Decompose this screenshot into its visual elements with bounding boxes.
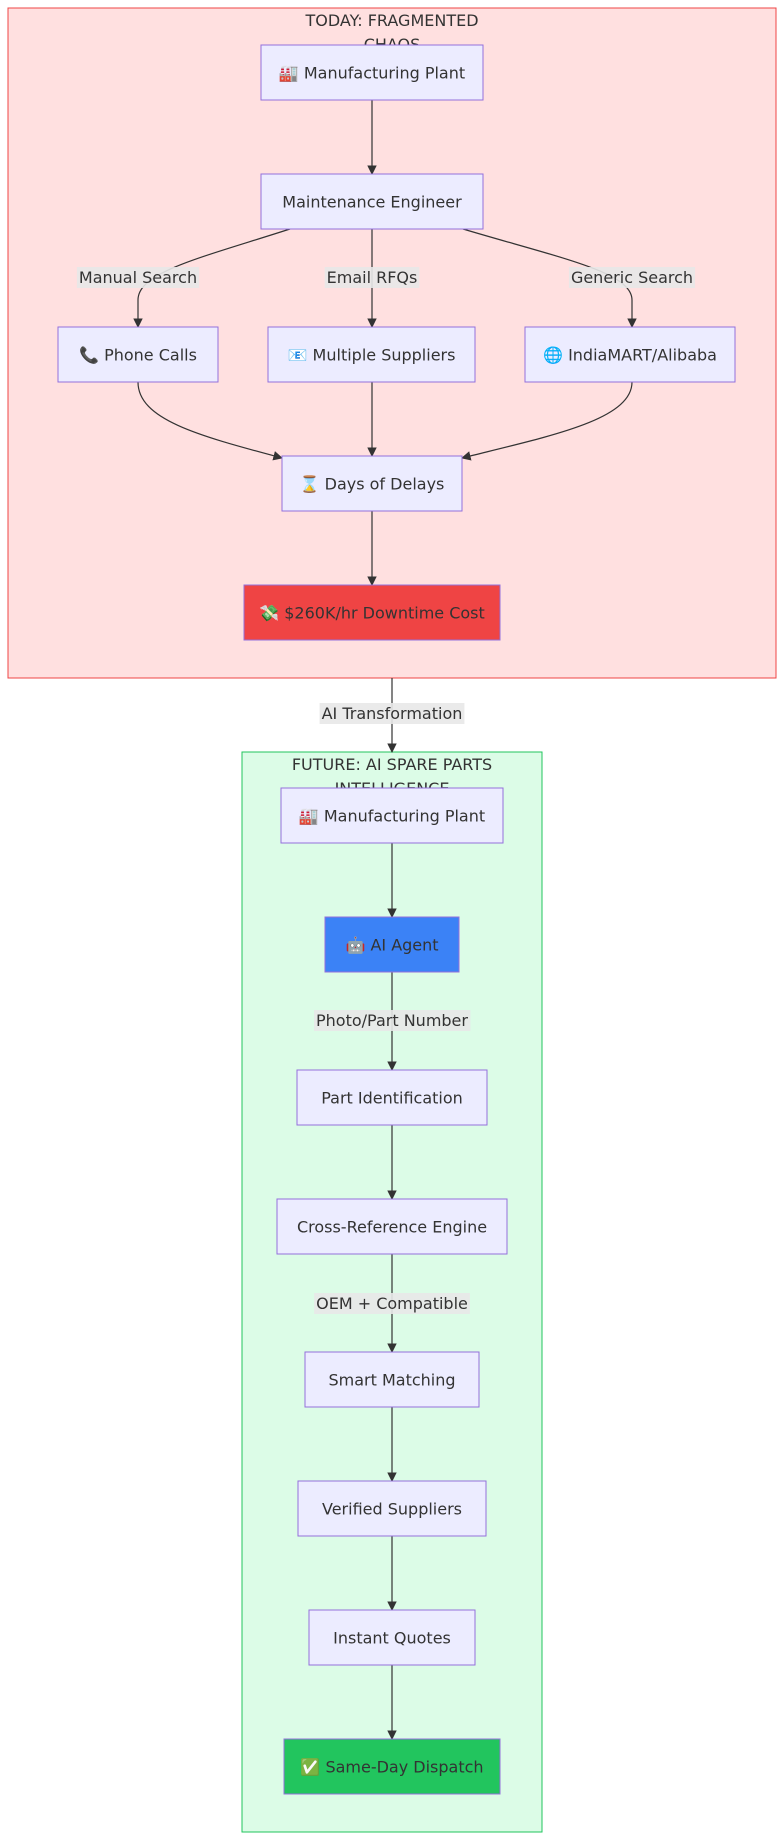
phone-icon: 📞 [79, 345, 104, 365]
node-t_suppliers[interactable]: 📧 Multiple Suppliers [267, 326, 476, 383]
edge-label-bg [314, 1010, 471, 1031]
node-label-text: $260K/hr Downtime Cost [284, 604, 485, 623]
cluster-title-line: TODAY: FRAGMENTED [304, 11, 478, 30]
node-label-text: Verified Suppliers [322, 1500, 462, 1519]
edge-label: AI Transformation [319, 703, 465, 724]
node-label: 📞 Phone Calls [79, 345, 197, 365]
node-box[interactable] [280, 787, 504, 844]
edge-label-text: Email RFQs [327, 268, 418, 287]
node-label-text: Same-Day Dispatch [325, 1758, 483, 1777]
node-f_agent[interactable]: 🤖 AI Agent [324, 916, 460, 973]
edge-label: Photo/Part Number [314, 1010, 471, 1031]
node-label: Verified Suppliers [322, 1500, 462, 1519]
node-label: 💸 $260K/hr Downtime Cost [259, 604, 485, 623]
node-label-text: AI Agent [370, 936, 438, 955]
edge-label: Manual Search [76, 267, 200, 288]
edge-t_phone-to-t_delays [137, 381, 283, 461]
node-label: 🌐 IndiaMART/Alibaba [543, 346, 717, 365]
node-box[interactable] [57, 326, 219, 383]
node-label-text: Multiple Suppliers [313, 346, 456, 365]
node-t_delays[interactable]: ⌛ Days of Delays [281, 455, 463, 512]
cluster-title-line: FUTURE: AI SPARE PARTS [292, 755, 492, 774]
node-label-text: Cross-Reference Engine [297, 1218, 487, 1237]
node-f_plant[interactable]: 🏭 Manufacturing Plant [280, 787, 504, 844]
node-label: 📧 Multiple Suppliers [288, 346, 456, 365]
node-label-text: Instant Quotes [333, 1629, 451, 1648]
node-f_match[interactable]: Smart Matching [304, 1351, 480, 1408]
node-box[interactable] [283, 1738, 501, 1795]
edge-label-bg [76, 267, 200, 288]
edge-t_engineer-to-t_india [462, 228, 637, 328]
edge-label-text: Generic Search [571, 268, 693, 287]
node-box[interactable] [324, 916, 460, 973]
email-icon: 📧 [288, 346, 313, 365]
node-label: 🏭 Manufacturing Plant [299, 807, 485, 826]
node-label-text: Smart Matching [328, 1371, 455, 1390]
node-box[interactable] [260, 44, 484, 101]
node-label: Part Identification [321, 1089, 463, 1108]
node-label: Smart Matching [328, 1371, 455, 1390]
node-t_engineer[interactable]: Maintenance Engineer [260, 173, 484, 230]
node-f_verified[interactable]: Verified Suppliers [297, 1480, 487, 1537]
edge-label-bg [319, 703, 465, 724]
edge-label-text: Photo/Part Number [316, 1011, 468, 1030]
edge-label-text: AI Transformation [322, 704, 463, 723]
node-box[interactable] [260, 173, 484, 230]
node-t_phone[interactable]: 📞 Phone Calls [57, 326, 219, 383]
edge-label: Generic Search [568, 267, 696, 288]
node-box[interactable] [281, 455, 463, 512]
node-label: Instant Quotes [333, 1629, 451, 1648]
node-box[interactable] [267, 326, 476, 383]
edge-label: OEM + Compatible [314, 1293, 470, 1314]
node-label: Maintenance Engineer [282, 193, 462, 212]
globe-icon: 🌐 [543, 346, 568, 365]
edges-layer [133, 100, 637, 1740]
edge-label-bg [314, 1293, 470, 1314]
node-f_ident[interactable]: Part Identification [296, 1069, 488, 1126]
node-f_quotes[interactable]: Instant Quotes [308, 1609, 476, 1666]
node-label: ⌛ Days of Delays [300, 475, 445, 494]
node-t_plant[interactable]: 🏭 Manufacturing Plant [260, 44, 484, 101]
node-box[interactable] [276, 1198, 508, 1255]
node-label: Cross-Reference Engine [297, 1218, 487, 1237]
edge-labels-layer: Manual Search Email RFQs Generic Search AI … [76, 267, 696, 1314]
node-box[interactable] [296, 1069, 488, 1126]
factory-icon: 🏭 [279, 64, 304, 83]
node-box[interactable] [524, 326, 736, 383]
node-label-text: Part Identification [321, 1089, 463, 1108]
node-t_cost[interactable]: 💸 $260K/hr Downtime Cost [243, 584, 501, 641]
edge-label-bg [324, 267, 420, 288]
factory-icon: 🏭 [299, 807, 324, 826]
hourglass-icon: ⌛ [300, 475, 325, 494]
node-label: ✅ Same-Day Dispatch [300, 1758, 483, 1777]
node-label-text: Phone Calls [104, 346, 197, 365]
node-t_india[interactable]: 🌐 IndiaMART/Alibaba [524, 326, 736, 383]
edge-label-bg [568, 267, 696, 288]
check-icon: ✅ [300, 1758, 325, 1777]
edge-label: Email RFQs [324, 267, 420, 288]
node-label-text: IndiaMART/Alibaba [568, 346, 717, 365]
node-label-text: Days of Delays [325, 475, 445, 494]
node-label: 🤖 AI Agent [345, 936, 438, 955]
node-label: 🏭 Manufacturing Plant [279, 64, 465, 83]
edge-t_india-to-t_delays [461, 381, 633, 461]
node-f_xref[interactable]: Cross-Reference Engine [276, 1198, 508, 1255]
node-box[interactable] [243, 584, 501, 641]
edge-label-text: Manual Search [79, 268, 197, 287]
money-icon: 💸 [259, 604, 284, 623]
node-f_dispatch[interactable]: ✅ Same-Day Dispatch [283, 1738, 501, 1795]
robot-icon: 🤖 [345, 936, 370, 955]
node-box[interactable] [297, 1480, 487, 1537]
node-label-text: Manufacturing Plant [304, 64, 465, 83]
edge-label-text: OEM + Compatible [316, 1294, 468, 1313]
node-label-text: Manufacturing Plant [324, 807, 485, 826]
node-box[interactable] [308, 1609, 476, 1666]
node-box[interactable] [304, 1351, 480, 1408]
node-label-text: Maintenance Engineer [282, 193, 462, 212]
